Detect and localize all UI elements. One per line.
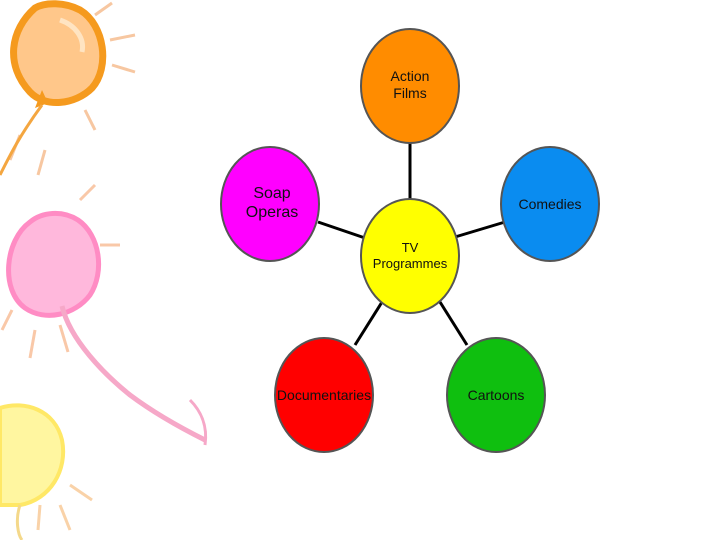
label-cartoons: Cartoons — [446, 387, 546, 404]
connector-soap-operas — [318, 222, 365, 238]
label-soap-operas: Soap Operas — [222, 184, 322, 222]
orange-balloon-icon — [0, 3, 135, 175]
label-action-films: Action Films — [360, 68, 460, 102]
connector-documentaries — [355, 302, 382, 345]
label-comedies: Comedies — [500, 196, 600, 213]
yellow-balloon-icon — [0, 405, 92, 540]
balloon-decoration-group — [0, 3, 206, 540]
label-documentaries: Documentaries — [254, 387, 394, 404]
connector-cartoons — [440, 302, 467, 345]
connector-comedies — [455, 222, 505, 237]
label-center-tv-programmes: TV Programmes — [355, 240, 465, 271]
